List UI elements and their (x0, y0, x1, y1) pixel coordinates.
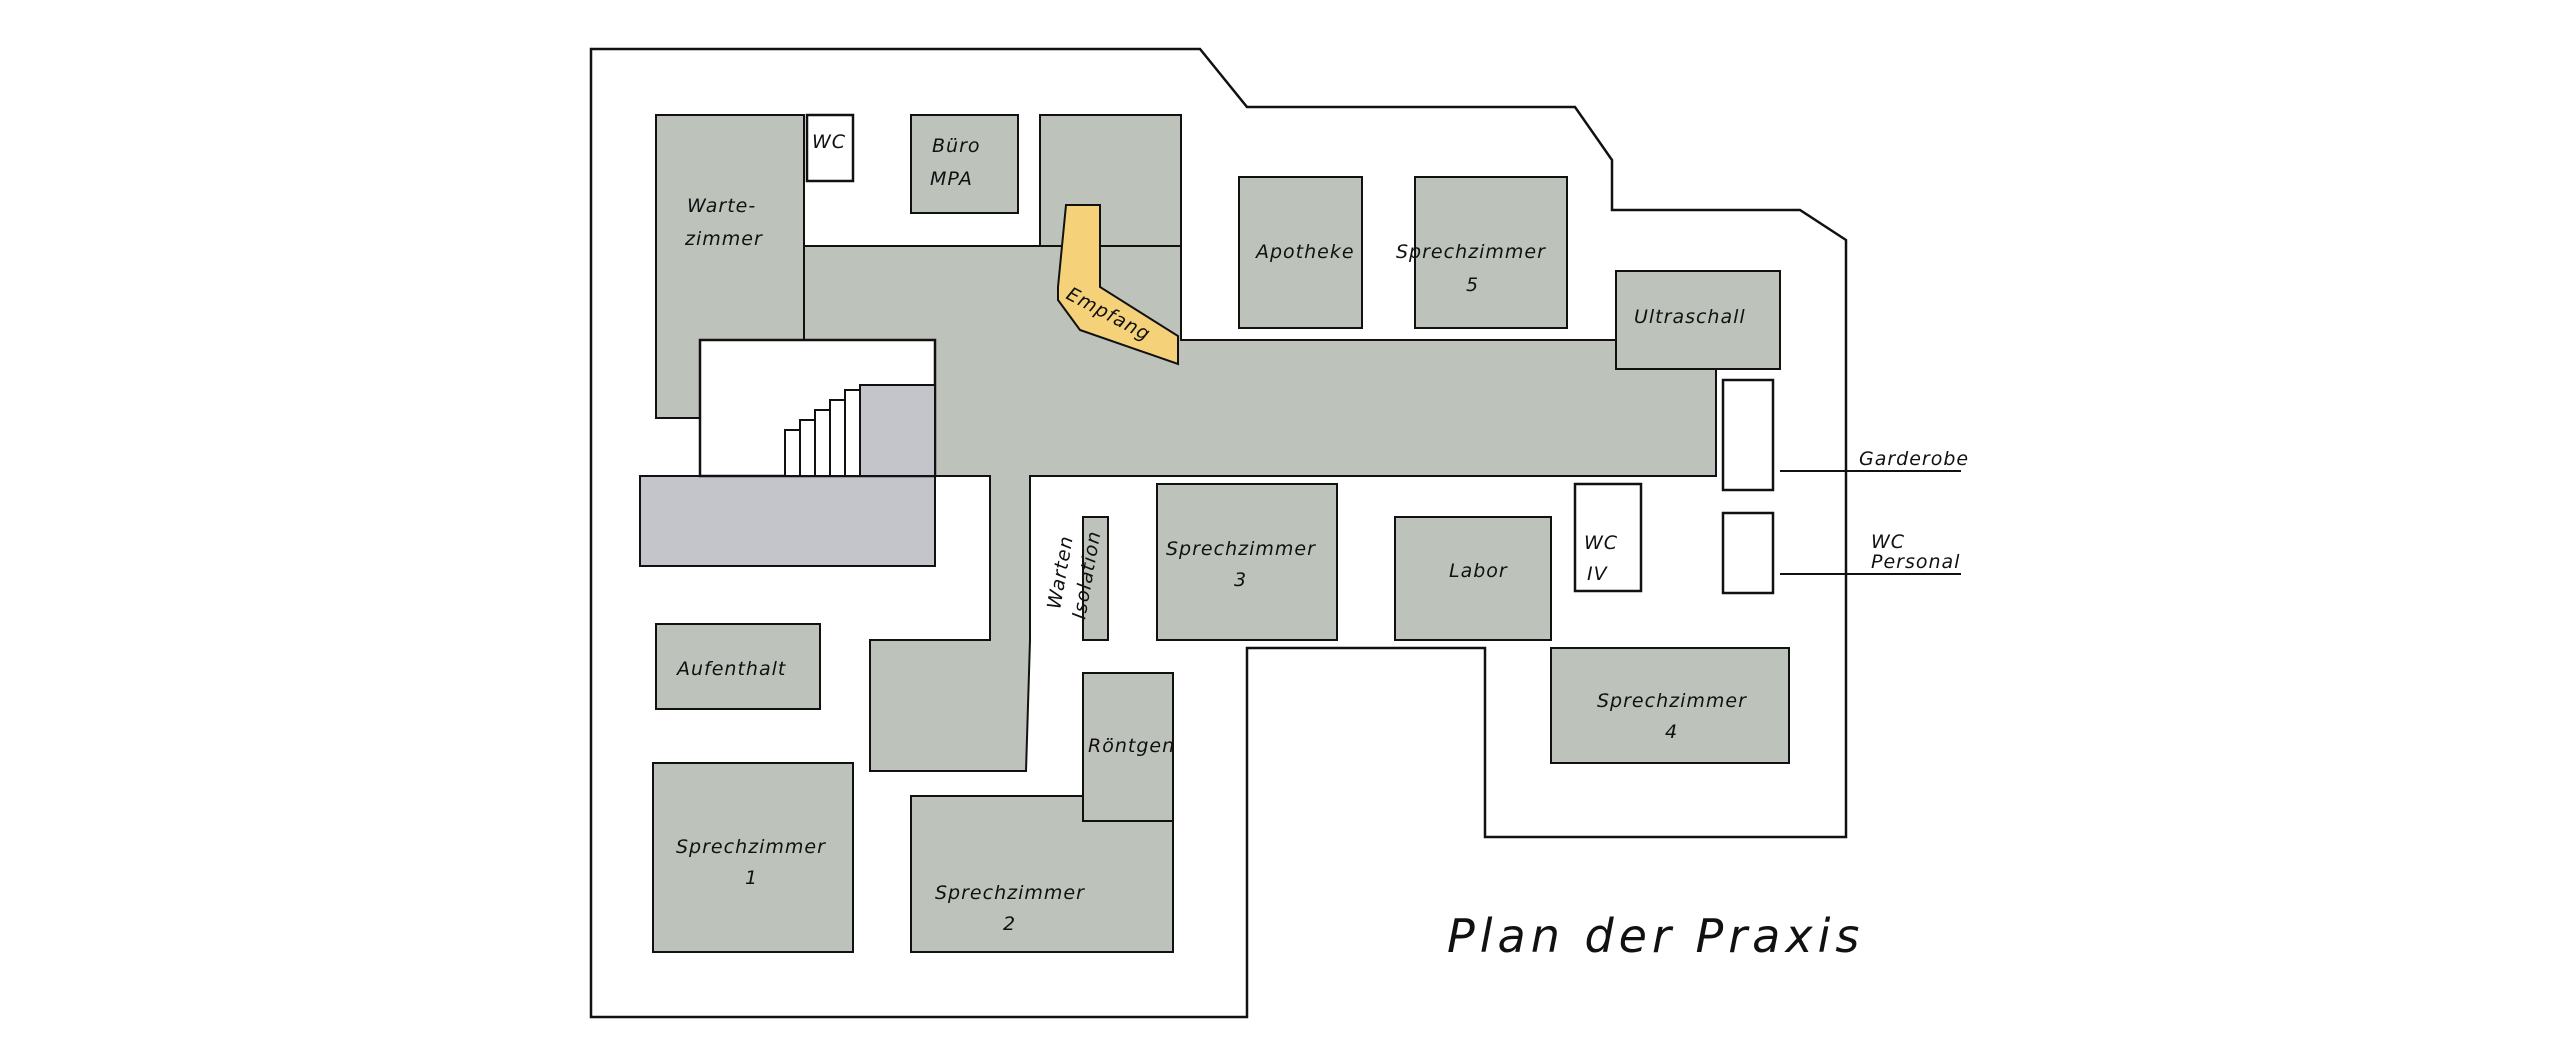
label-wc-personal-1: WC (1871, 531, 1905, 553)
label-wc-iv-2: IV (1587, 563, 1609, 585)
label-sprechzimmer-4-2: 4 (1665, 721, 1678, 743)
room-apotheke (1238, 176, 1363, 329)
label-apotheke: Apotheke (1254, 241, 1355, 263)
label-sprechzimmer-4-1: Sprechzimmer (1597, 690, 1747, 712)
label-sprechzimmer-3-1: Sprechzimmer (1166, 538, 1316, 560)
empfang-desk (1057, 204, 1179, 366)
white-rooms (805, 113, 1775, 595)
label-sprechzimmer-1-1: Sprechzimmer (676, 836, 826, 858)
room-warten-isolation (1082, 516, 1109, 641)
label-aufenthalt: Aufenthalt (675, 658, 787, 680)
room-garderobe (1721, 378, 1775, 492)
stairs (639, 338, 937, 567)
room-labor (1394, 516, 1552, 641)
label-wc: WC (812, 131, 846, 153)
floor-areas (652, 114, 1790, 953)
label-wartezimmer-2: zimmer (684, 228, 763, 250)
room-sprechzimmer-5 (1414, 176, 1568, 329)
label-ultraschall: Ultraschall (1634, 306, 1746, 328)
label-sprechzimmer-2-1: Sprechzimmer (935, 882, 1085, 904)
room-sprechzimmer-4 (1550, 647, 1790, 764)
room-sprechzimmer-3 (1156, 483, 1338, 641)
label-wartezimmer-1: Warte- (687, 195, 756, 217)
room-roentgen (1082, 672, 1174, 822)
label-buero-2: MPA (930, 168, 973, 190)
hallway-upper (1039, 114, 1182, 247)
label-roentgen: Röntgen (1088, 735, 1175, 757)
room-aufenthalt (655, 623, 821, 710)
label-sprechzimmer-1-2: 1 (745, 867, 758, 889)
room-sprechzimmer-1 (652, 762, 854, 953)
room-buero-mpa (910, 114, 1019, 214)
label-labor: Labor (1449, 560, 1508, 582)
corridor (803, 245, 1717, 772)
room-ultraschall (1615, 270, 1781, 370)
label-buero-1: Büro (932, 135, 981, 157)
plan-title: Plan der Praxis (1447, 909, 1864, 963)
label-sprechzimmer-3-2: 3 (1234, 569, 1247, 591)
room-wc (805, 113, 855, 183)
label-sprechzimmer-5-1: Sprechzimmer (1396, 241, 1546, 263)
room-wc-personal (1721, 511, 1775, 595)
label-sprechzimmer-2-2: 2 (1003, 913, 1016, 935)
label-garderobe: Garderobe (1859, 448, 1969, 470)
label-wc-iv-1: WC (1584, 532, 1618, 554)
label-sprechzimmer-5-2: 5 (1466, 274, 1479, 296)
room-wc-iv (1573, 482, 1643, 593)
label-wc-personal-2: Personal (1871, 551, 1960, 573)
